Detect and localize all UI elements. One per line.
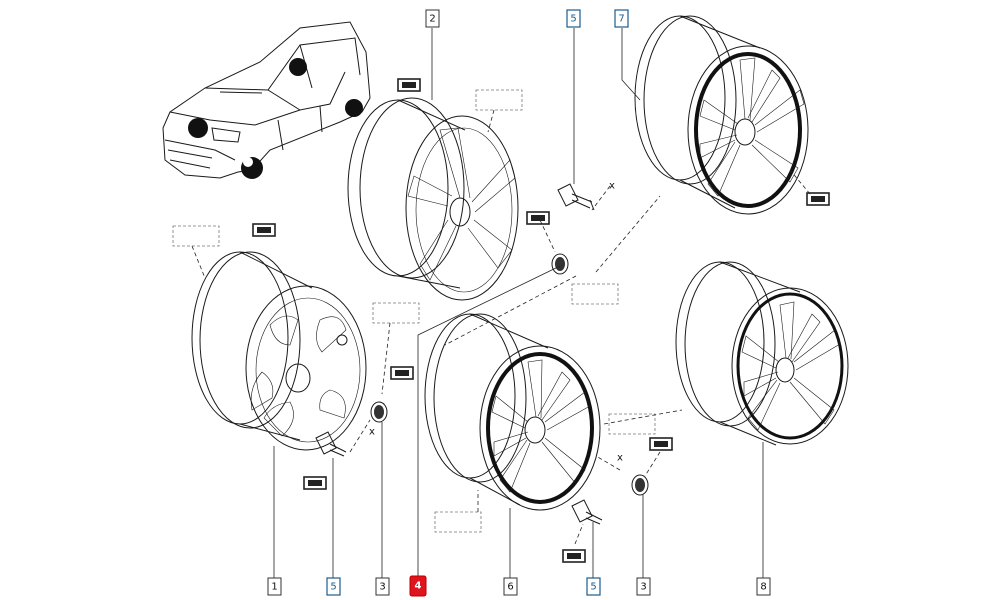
wheel-8 bbox=[675, 261, 849, 446]
svg-text:1: 1 bbox=[271, 582, 277, 593]
callout-8[interactable]: 8 bbox=[756, 577, 771, 596]
wheel-bolt-lower bbox=[571, 499, 603, 525]
axis-marker-upper: x bbox=[609, 181, 615, 192]
wheel-bolt-upper bbox=[557, 183, 595, 211]
ref-tags bbox=[252, 78, 830, 563]
wheel-6 bbox=[424, 313, 601, 511]
car-illustration bbox=[162, 21, 371, 179]
ref-tag bbox=[303, 476, 327, 490]
leader-lines bbox=[273, 28, 764, 578]
ref-tag bbox=[649, 437, 673, 451]
callout-7[interactable]: 7 bbox=[614, 9, 629, 28]
callout-1[interactable]: 1 bbox=[267, 577, 282, 596]
center-cap-left bbox=[370, 401, 388, 423]
callout-3-bottom[interactable]: 3 bbox=[636, 577, 651, 596]
ref-tag bbox=[806, 192, 830, 206]
dashed-arrows bbox=[191, 109, 811, 545]
axis-marker-left: x bbox=[369, 427, 375, 438]
svg-text:4: 4 bbox=[415, 581, 422, 592]
ref-tag bbox=[390, 366, 414, 380]
svg-text:8: 8 bbox=[760, 582, 766, 593]
ref-tag bbox=[562, 549, 586, 563]
wheel-7 bbox=[634, 15, 809, 215]
placeholder-boxes bbox=[172, 89, 656, 533]
callout-3-left[interactable]: 3 bbox=[375, 577, 390, 596]
svg-text:3: 3 bbox=[640, 582, 646, 593]
wheel-2 bbox=[347, 97, 519, 301]
callout-2[interactable]: 2 bbox=[425, 9, 440, 28]
callout-5-left[interactable]: 5 bbox=[326, 577, 341, 596]
callout-4-selected[interactable]: 4 bbox=[409, 575, 427, 597]
svg-text:5: 5 bbox=[570, 14, 576, 25]
center-cap-lower bbox=[631, 474, 649, 496]
svg-text:7: 7 bbox=[618, 14, 624, 25]
svg-text:5: 5 bbox=[590, 582, 596, 593]
callout-6[interactable]: 6 bbox=[503, 577, 518, 596]
wheel-bolt-left bbox=[315, 431, 347, 457]
callout-5-top[interactable]: 5 bbox=[566, 9, 581, 28]
ref-tag bbox=[526, 211, 550, 225]
wheel-1 bbox=[191, 251, 367, 451]
svg-text:6: 6 bbox=[507, 582, 513, 593]
ref-tag bbox=[252, 223, 276, 237]
svg-text:3: 3 bbox=[379, 582, 385, 593]
axis-marker-lower: x bbox=[617, 453, 623, 464]
callout-5-bottom[interactable]: 5 bbox=[586, 577, 601, 596]
svg-text:5: 5 bbox=[330, 582, 336, 593]
center-cap-upper bbox=[551, 253, 569, 275]
svg-text:2: 2 bbox=[429, 14, 435, 25]
ref-tag bbox=[397, 78, 421, 92]
